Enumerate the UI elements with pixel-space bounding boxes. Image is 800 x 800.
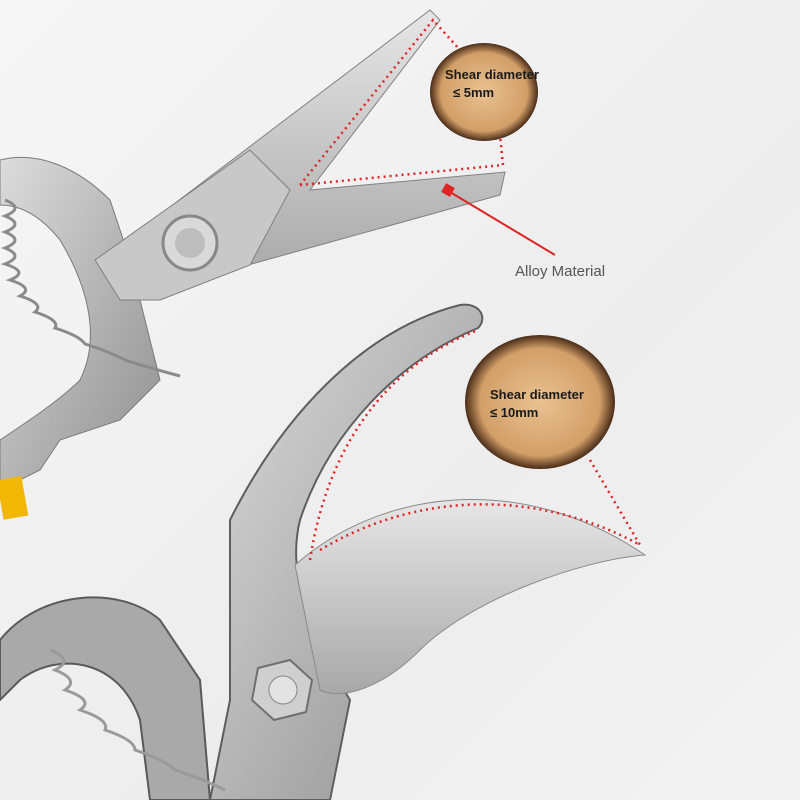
large-shear-title: Shear diameter (490, 387, 584, 402)
large-pruner (0, 303, 647, 800)
wood-disc-small (430, 43, 538, 141)
small-scissors (0, 9, 506, 520)
alloy-pointer (441, 183, 556, 256)
small-shear-value: ≤ 5mm (453, 85, 495, 100)
small-shear-title: Shear diameter (445, 67, 539, 82)
large-shear-annotation: Shear diameter ≤ 10mm (490, 386, 584, 422)
small-shear-annotation: Shear diameter ≤ 5mm (445, 66, 539, 102)
diameter-guides (299, 18, 642, 561)
wood-disc-large (465, 335, 615, 469)
large-shear-value: ≤ 10mm (490, 405, 539, 420)
alloy-material-label: Alloy Material (515, 263, 606, 280)
